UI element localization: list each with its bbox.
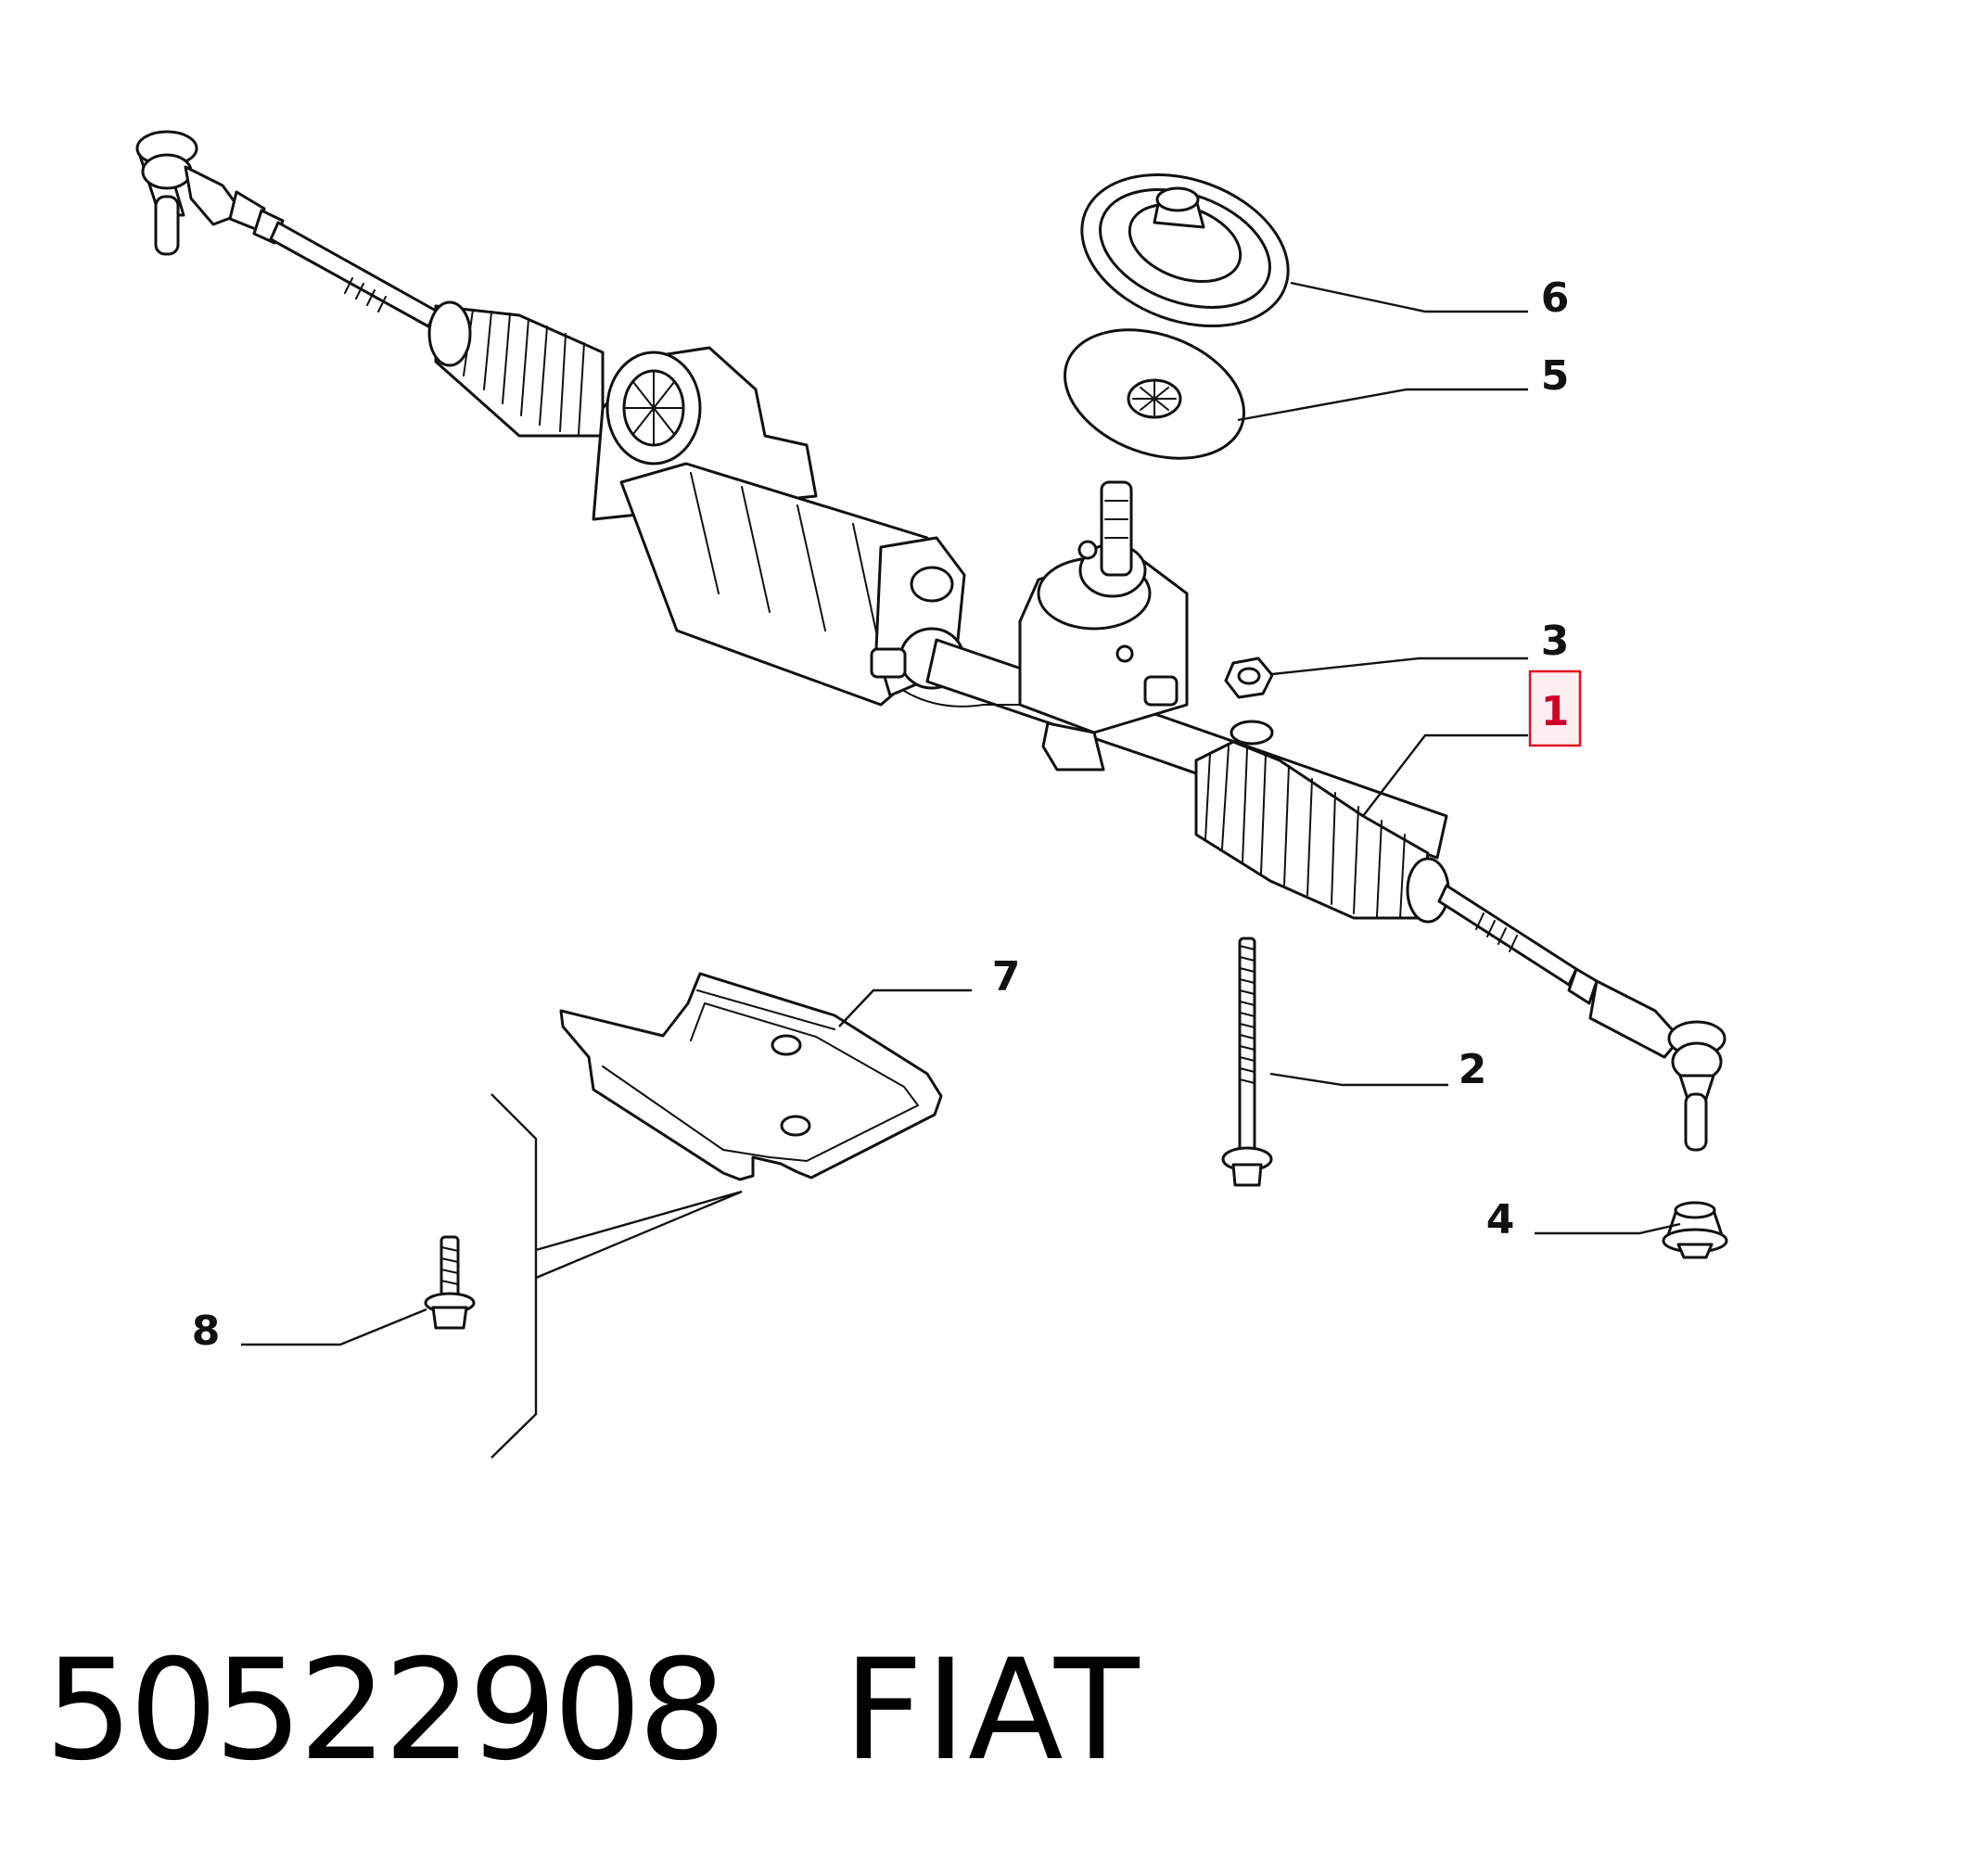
part-8-bolt [424, 1235, 476, 1330]
part-4-flange-nut [1662, 1201, 1728, 1259]
part-2-bolt [1221, 937, 1273, 1187]
part-7-heat-shield [559, 972, 943, 1181]
pinion-housing [1018, 480, 1274, 772]
callout-5: 5 [1541, 352, 1570, 400]
right-tie-rod-end [1667, 1020, 1727, 1152]
callout-3: 3 [1541, 618, 1570, 665]
part-number: 50522908 [45, 1630, 726, 1792]
right-tie-rod [1437, 884, 1682, 1059]
brand-name: FIAT [843, 1630, 1141, 1792]
callout-6: 6 [1541, 274, 1570, 322]
part-footer: 50522908 FIAT [45, 1627, 1141, 1794]
leader-lines [241, 281, 1681, 1346]
callout-7: 7 [992, 953, 1021, 1001]
part-3-nut [1224, 657, 1274, 699]
electric-motor-housing [592, 346, 966, 707]
callout-2: 2 [1459, 1046, 1487, 1093]
left-tie-rod-end [135, 130, 285, 256]
svg-text:1: 1 [1541, 688, 1570, 735]
group-bracket [491, 1093, 743, 1459]
left-tie-rod [269, 221, 438, 328]
callout-1: 1 [1528, 670, 1582, 747]
part-6-grommet [1080, 172, 1290, 328]
left-boot [427, 300, 605, 438]
part-5-gasket [1064, 328, 1245, 460]
callout-8: 8 [192, 1307, 221, 1355]
callout-4: 4 [1486, 1196, 1515, 1243]
right-boot [1194, 740, 1450, 924]
